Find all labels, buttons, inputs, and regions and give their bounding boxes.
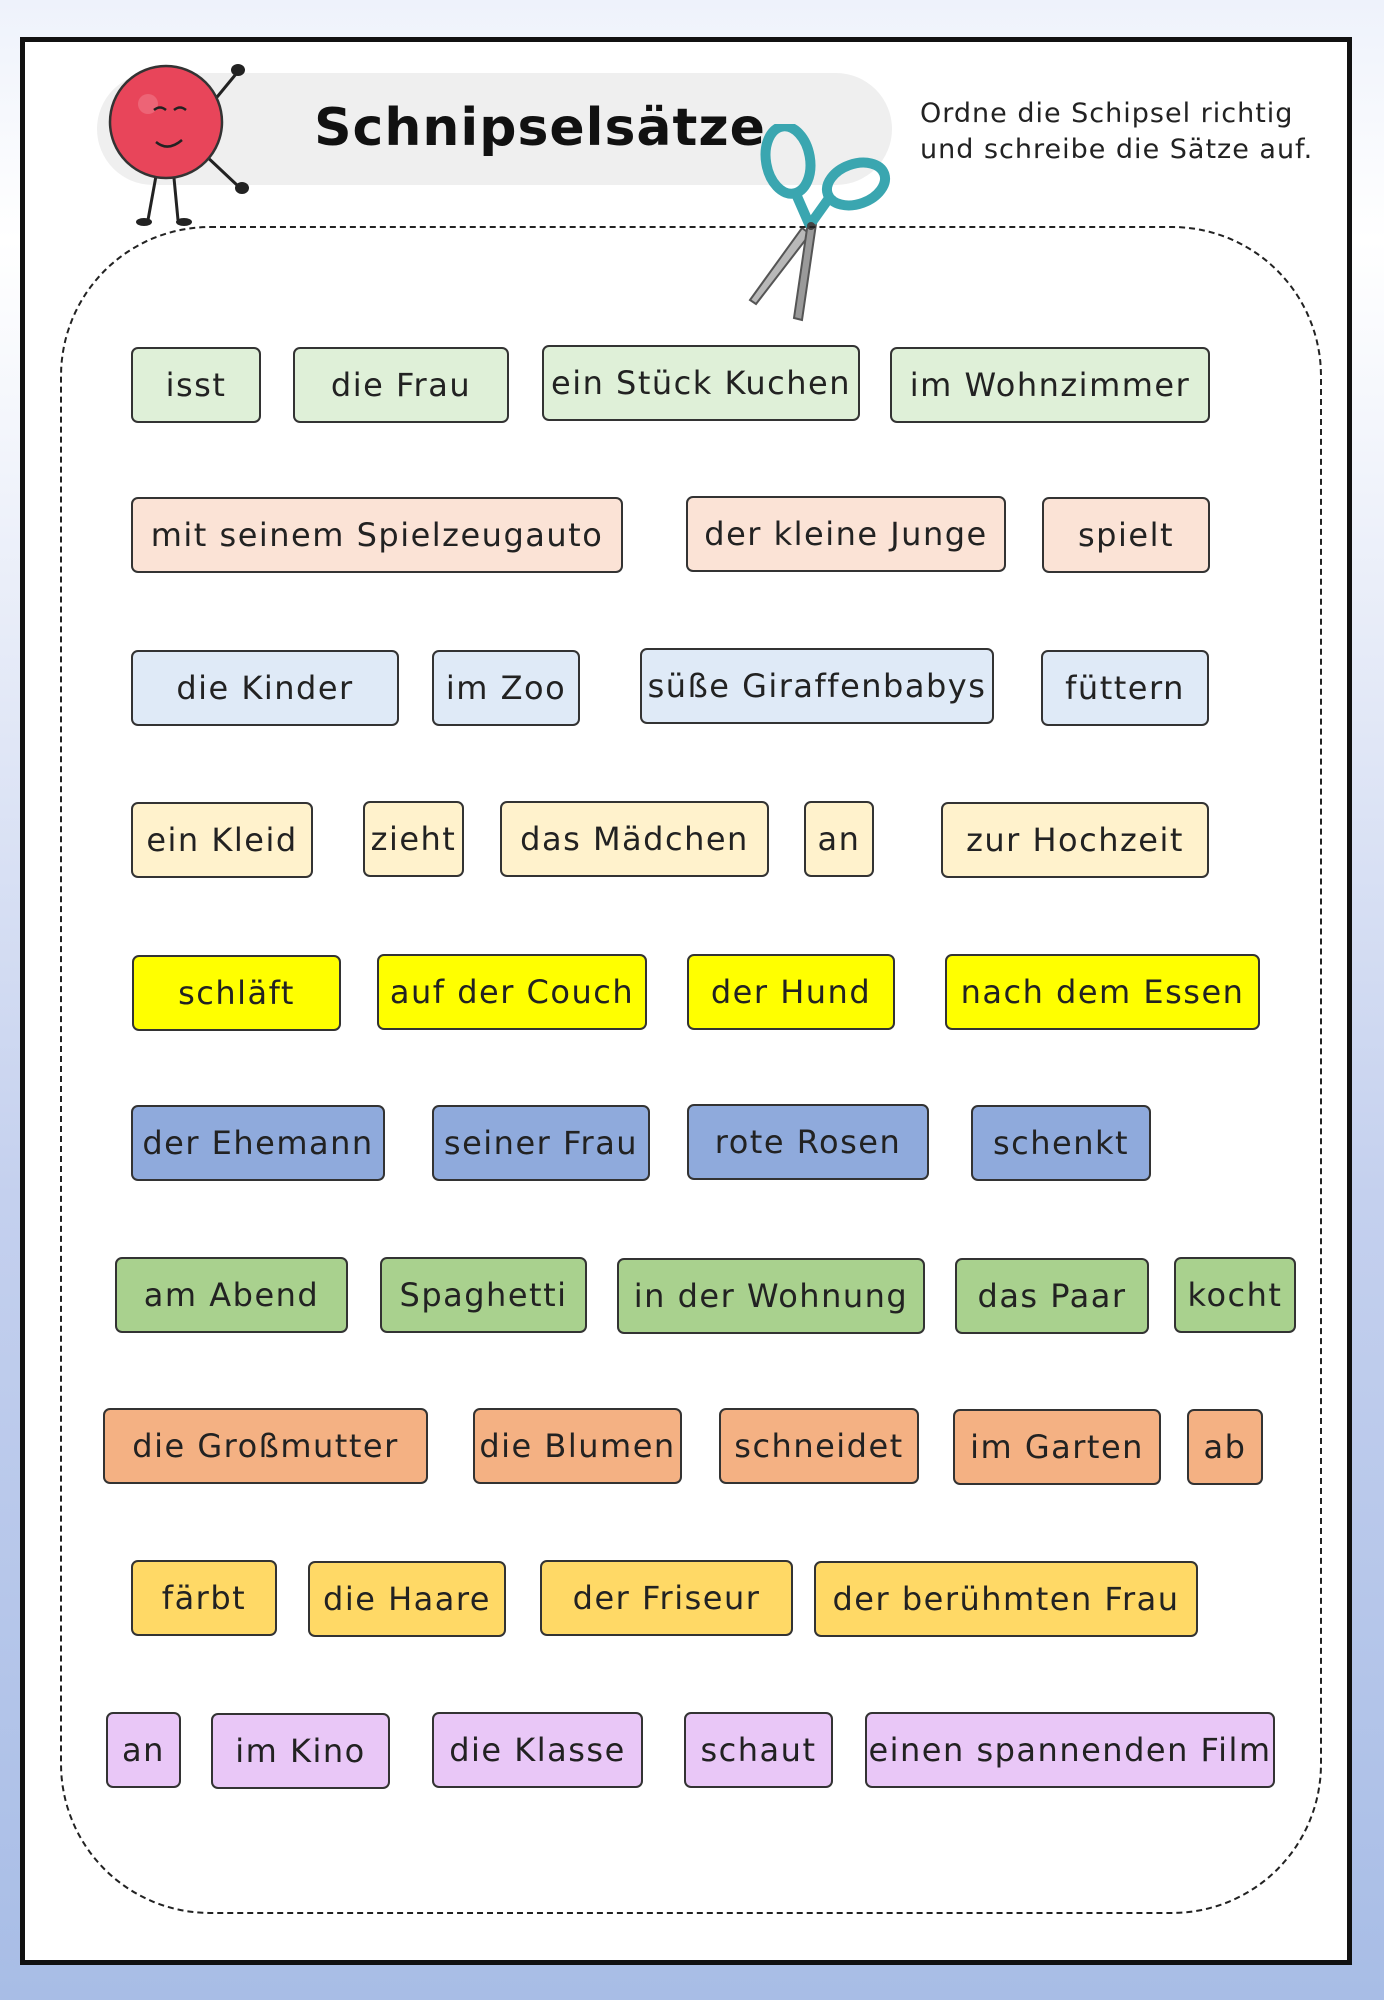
word-snippet[interactable]: zur Hochzeit xyxy=(941,802,1209,878)
word-snippet[interactable]: spielt xyxy=(1042,497,1210,573)
word-snippet[interactable]: ein Kleid xyxy=(131,802,313,878)
word-snippet[interactable]: auf der Couch xyxy=(377,954,647,1030)
word-snippet[interactable]: isst xyxy=(131,347,261,423)
word-snippet[interactable]: im Zoo xyxy=(432,650,580,726)
word-snippet[interactable]: das Mädchen xyxy=(500,801,769,877)
instruction-line-1: Ordne die Schipsel richtig xyxy=(920,98,1294,129)
word-snippet[interactable]: färbt xyxy=(131,1560,277,1636)
word-snippet[interactable]: im Kino xyxy=(211,1713,390,1789)
word-snippet[interactable]: zieht xyxy=(363,801,464,877)
word-snippet[interactable]: am Abend xyxy=(115,1257,348,1333)
word-snippet[interactable]: schaut xyxy=(684,1712,833,1788)
word-snippet[interactable]: die Großmutter xyxy=(103,1408,428,1484)
instruction-line-2: und schreibe die Sätze auf. xyxy=(920,134,1314,165)
word-snippet[interactable]: die Klasse xyxy=(432,1712,643,1788)
word-snippet[interactable]: die Haare xyxy=(308,1561,506,1637)
word-snippet[interactable]: füttern xyxy=(1041,650,1209,726)
word-snippet[interactable]: die Frau xyxy=(293,347,509,423)
word-snippet[interactable]: an xyxy=(804,801,874,877)
word-snippet[interactable]: an xyxy=(106,1712,181,1788)
word-snippet[interactable]: der berühmten Frau xyxy=(814,1561,1198,1637)
word-snippet[interactable]: seiner Frau xyxy=(432,1105,650,1181)
instruction-text: Ordne die Schipsel richtig und schreibe … xyxy=(920,96,1340,168)
word-snippet[interactable]: schenkt xyxy=(971,1105,1151,1181)
word-snippet[interactable]: einen spannenden Film xyxy=(865,1712,1275,1788)
word-snippet[interactable]: der kleine Junge xyxy=(686,496,1006,572)
word-snippet[interactable]: Spaghetti xyxy=(380,1257,587,1333)
word-snippet[interactable]: die Kinder xyxy=(131,650,399,726)
title-banner xyxy=(97,73,892,185)
word-snippet[interactable]: in der Wohnung xyxy=(617,1258,925,1334)
scissors-icon xyxy=(748,124,891,322)
word-snippet[interactable]: die Blumen xyxy=(473,1408,682,1484)
word-snippet[interactable]: rote Rosen xyxy=(687,1104,929,1180)
word-snippet[interactable]: kocht xyxy=(1174,1257,1296,1333)
word-snippet[interactable]: ab xyxy=(1187,1409,1263,1485)
page-title: Schnipselsätze xyxy=(314,98,766,158)
word-snippet[interactable]: im Garten xyxy=(953,1409,1161,1485)
word-snippet[interactable]: schneidet xyxy=(719,1408,919,1484)
cut-out-area xyxy=(60,226,1322,1914)
word-snippet[interactable]: mit seinem Spielzeugauto xyxy=(131,497,623,573)
word-snippet[interactable]: im Wohnzimmer xyxy=(890,347,1210,423)
word-snippet[interactable]: nach dem Essen xyxy=(945,954,1260,1030)
word-snippet[interactable]: schläft xyxy=(132,955,341,1031)
word-snippet[interactable]: süße Giraffenbabys xyxy=(640,648,994,724)
word-snippet[interactable]: der Friseur xyxy=(540,1560,793,1636)
word-snippet[interactable]: ein Stück Kuchen xyxy=(542,345,860,421)
word-snippet[interactable]: der Hund xyxy=(687,954,895,1030)
red-ball-character-icon xyxy=(108,64,249,226)
word-snippet[interactable]: der Ehemann xyxy=(131,1105,385,1181)
word-snippet[interactable]: das Paar xyxy=(955,1258,1149,1334)
